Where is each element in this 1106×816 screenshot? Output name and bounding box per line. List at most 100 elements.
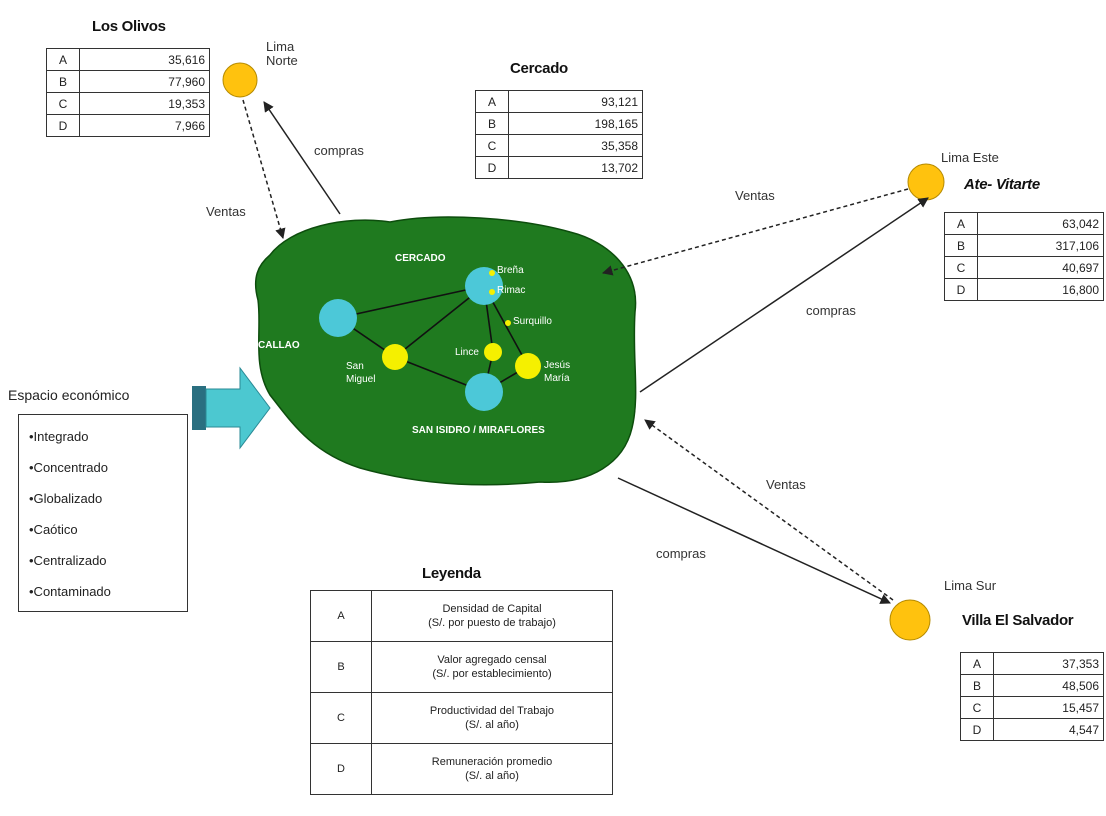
row-key: B xyxy=(960,674,994,697)
row-key: B xyxy=(944,234,978,257)
row-key: C xyxy=(475,134,509,157)
row-value: 77,960 xyxy=(79,70,210,93)
norte-ventas-label: Ventas xyxy=(206,204,246,219)
row-value: Densidad de Capital (S/. por puesto de t… xyxy=(371,590,613,642)
espacio-item: •Concentrado xyxy=(29,460,108,475)
espacio-item: •Integrado xyxy=(29,429,89,444)
row-key: A xyxy=(944,212,978,235)
row-key: D xyxy=(46,114,80,137)
row-value: Valor agregado censal (S/. por estableci… xyxy=(371,641,613,693)
economic-space-arrow xyxy=(192,366,271,450)
row-key: B xyxy=(46,70,80,93)
row-value: 37,353 xyxy=(993,652,1104,675)
row-value: 35,358 xyxy=(508,134,643,157)
lima-centre-map xyxy=(254,216,637,486)
row-value: 40,697 xyxy=(977,256,1104,279)
flow-sur-compras xyxy=(617,477,891,604)
row-key: D xyxy=(310,743,372,795)
este-compras-label: compras xyxy=(806,303,856,318)
row-value: Productividad del Trabajo (S/. al año) xyxy=(371,692,613,744)
row-value: 93,121 xyxy=(508,90,643,113)
row-value: 198,165 xyxy=(508,112,643,135)
ate-vitarte-title: Ate- Vitarte xyxy=(964,176,1040,193)
lima-este-node xyxy=(907,163,945,201)
row-value: 7,966 xyxy=(79,114,210,137)
district-san-miguel-dot xyxy=(382,344,408,370)
row-key: C xyxy=(944,256,978,279)
row-value: 317,106 xyxy=(977,234,1104,257)
map-label-callao: CALLAO xyxy=(258,340,300,351)
row-value: 16,800 xyxy=(977,278,1104,301)
espacio-item: •Centralizado xyxy=(29,553,107,568)
map-label-cercado: CERCADO xyxy=(395,253,446,264)
row-value: 19,353 xyxy=(79,92,210,115)
row-key: B xyxy=(310,641,372,693)
row-key: A xyxy=(46,48,80,71)
row-key: A xyxy=(310,590,372,642)
cercado-title: Cercado xyxy=(510,60,568,77)
sur-ventas-label: Ventas xyxy=(766,477,806,492)
district-lince-dot xyxy=(484,343,502,361)
lima-sur-node xyxy=(889,599,931,641)
row-key: D xyxy=(944,278,978,301)
leyenda-title: Leyenda xyxy=(422,565,481,582)
norte-compras-label: compras xyxy=(314,143,364,158)
lima-norte-label: Lima Norte xyxy=(266,39,298,68)
district-callao-circle xyxy=(319,299,357,337)
flow-sur-ventas xyxy=(644,419,894,601)
sur-compras-label: compras xyxy=(656,546,706,561)
map-label-rimac: Rimac xyxy=(497,285,526,296)
row-key: C xyxy=(46,92,80,115)
district-cercado-circle xyxy=(465,267,503,305)
flow-este-ventas xyxy=(601,188,909,276)
lima-norte-node xyxy=(222,62,258,98)
row-key: D xyxy=(475,156,509,179)
row-value: 63,042 xyxy=(977,212,1104,235)
district-rimac-dot xyxy=(489,289,495,295)
espacio-list: •Integrado •Concentrado •Globalizado •Caóti… xyxy=(18,414,188,612)
flow-este-compras xyxy=(639,197,929,393)
villa-salvador-title: Villa El Salvador xyxy=(962,612,1074,629)
district-brena-dot xyxy=(489,270,495,276)
row-value: 15,457 xyxy=(993,696,1104,719)
district-surquillo-dot xyxy=(505,320,511,326)
row-value: Remuneración promedio (S/. al año) xyxy=(371,743,613,795)
row-value: 35,616 xyxy=(79,48,210,71)
row-key: A xyxy=(475,90,509,113)
espacio-item: •Contaminado xyxy=(29,584,111,599)
row-value: 13,702 xyxy=(508,156,643,179)
row-value: 4,547 xyxy=(993,718,1104,741)
flow-norte-compras xyxy=(263,101,341,215)
espacio-item: •Caótico xyxy=(29,522,78,537)
espacio-item: •Globalizado xyxy=(29,491,103,506)
map-label-san-isidro: SAN ISIDRO / MIRAFLORES xyxy=(412,425,545,436)
map-label-lince: Lince xyxy=(455,347,479,358)
flow-norte-ventas xyxy=(242,99,286,240)
lima-este-label: Lima Este xyxy=(941,150,999,165)
row-key: C xyxy=(960,696,994,719)
map-label-surquillo: Surquillo xyxy=(513,316,552,327)
district-san-isidro-circle xyxy=(465,373,503,411)
row-value: 48,506 xyxy=(993,674,1104,697)
